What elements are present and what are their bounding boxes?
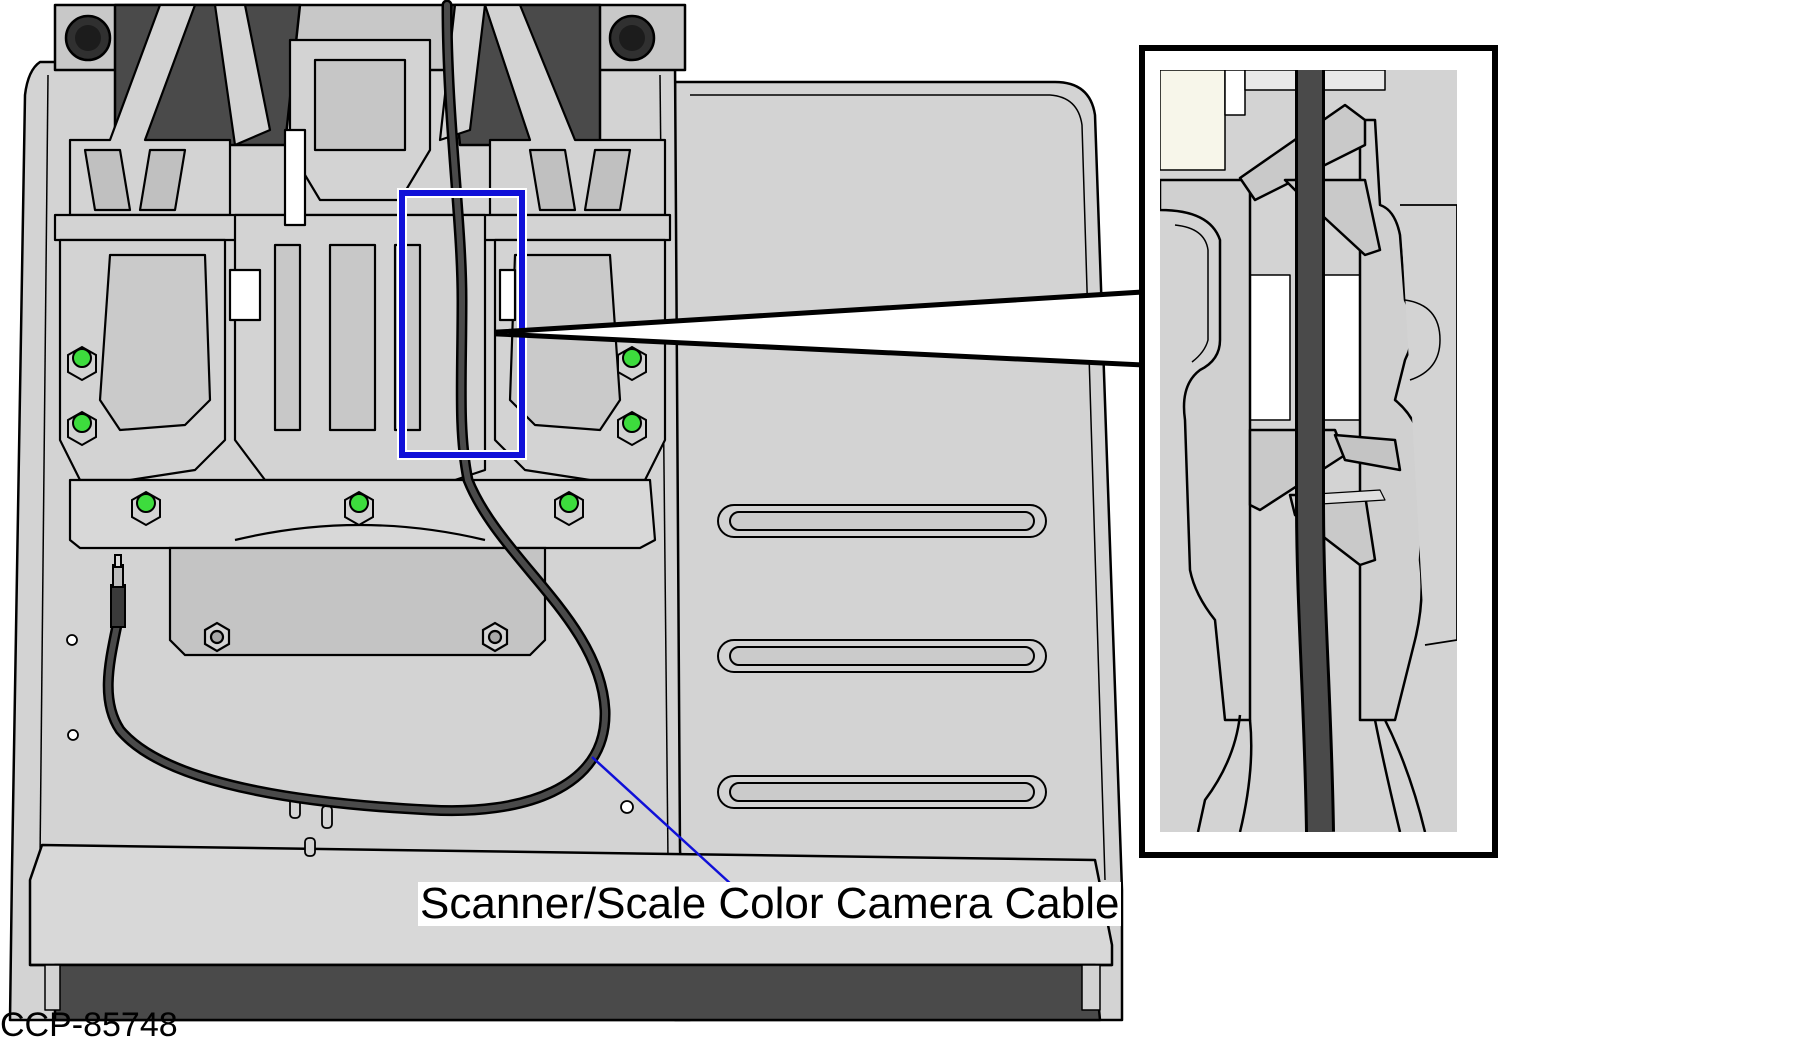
nut-6 xyxy=(344,490,374,527)
dark-base xyxy=(53,963,1102,1022)
upper-rib-left-b xyxy=(213,3,272,147)
body-holes xyxy=(66,634,634,857)
cover-plate-body xyxy=(168,546,547,657)
camera-cable xyxy=(102,0,611,817)
base-foot-left xyxy=(44,964,61,1011)
cover-plate xyxy=(168,546,547,657)
mounting-bracket xyxy=(53,3,672,550)
middle-slot-2 xyxy=(328,243,377,432)
right-tray-inner-edge xyxy=(690,94,1106,881)
nut-7 xyxy=(554,490,584,527)
nut-1 xyxy=(67,345,97,382)
cable-routing-highlight xyxy=(397,188,527,460)
detail-inset xyxy=(1139,45,1498,858)
right-pocket-inner xyxy=(508,253,622,432)
label-leader-line xyxy=(591,756,733,886)
cable-connector xyxy=(110,554,126,628)
plate-nut-right xyxy=(481,621,509,653)
figure-id-label: CCP-85748 xyxy=(0,1006,178,1044)
nut-5 xyxy=(131,490,161,527)
top-bumpers xyxy=(64,14,656,62)
tray-slots xyxy=(717,504,1047,809)
window-mid xyxy=(228,268,262,322)
cable-callout-label: Scanner/Scale Color Camera Cable xyxy=(418,879,1122,928)
green-nuts xyxy=(67,345,647,527)
left-pocket-inner xyxy=(98,253,212,432)
plate-nut-left xyxy=(203,621,231,653)
window-right xyxy=(498,268,517,322)
base-foot-right xyxy=(1081,964,1101,1011)
nut-3 xyxy=(617,345,647,382)
body-side-edge-left xyxy=(39,74,49,861)
nut-2 xyxy=(67,410,97,447)
cross-rib-right xyxy=(528,148,632,212)
cross-rib-left xyxy=(83,148,187,212)
middle-slot-1 xyxy=(273,243,302,432)
nut-4 xyxy=(617,410,647,447)
upper-center-panel xyxy=(313,58,407,152)
window-left xyxy=(283,128,307,227)
